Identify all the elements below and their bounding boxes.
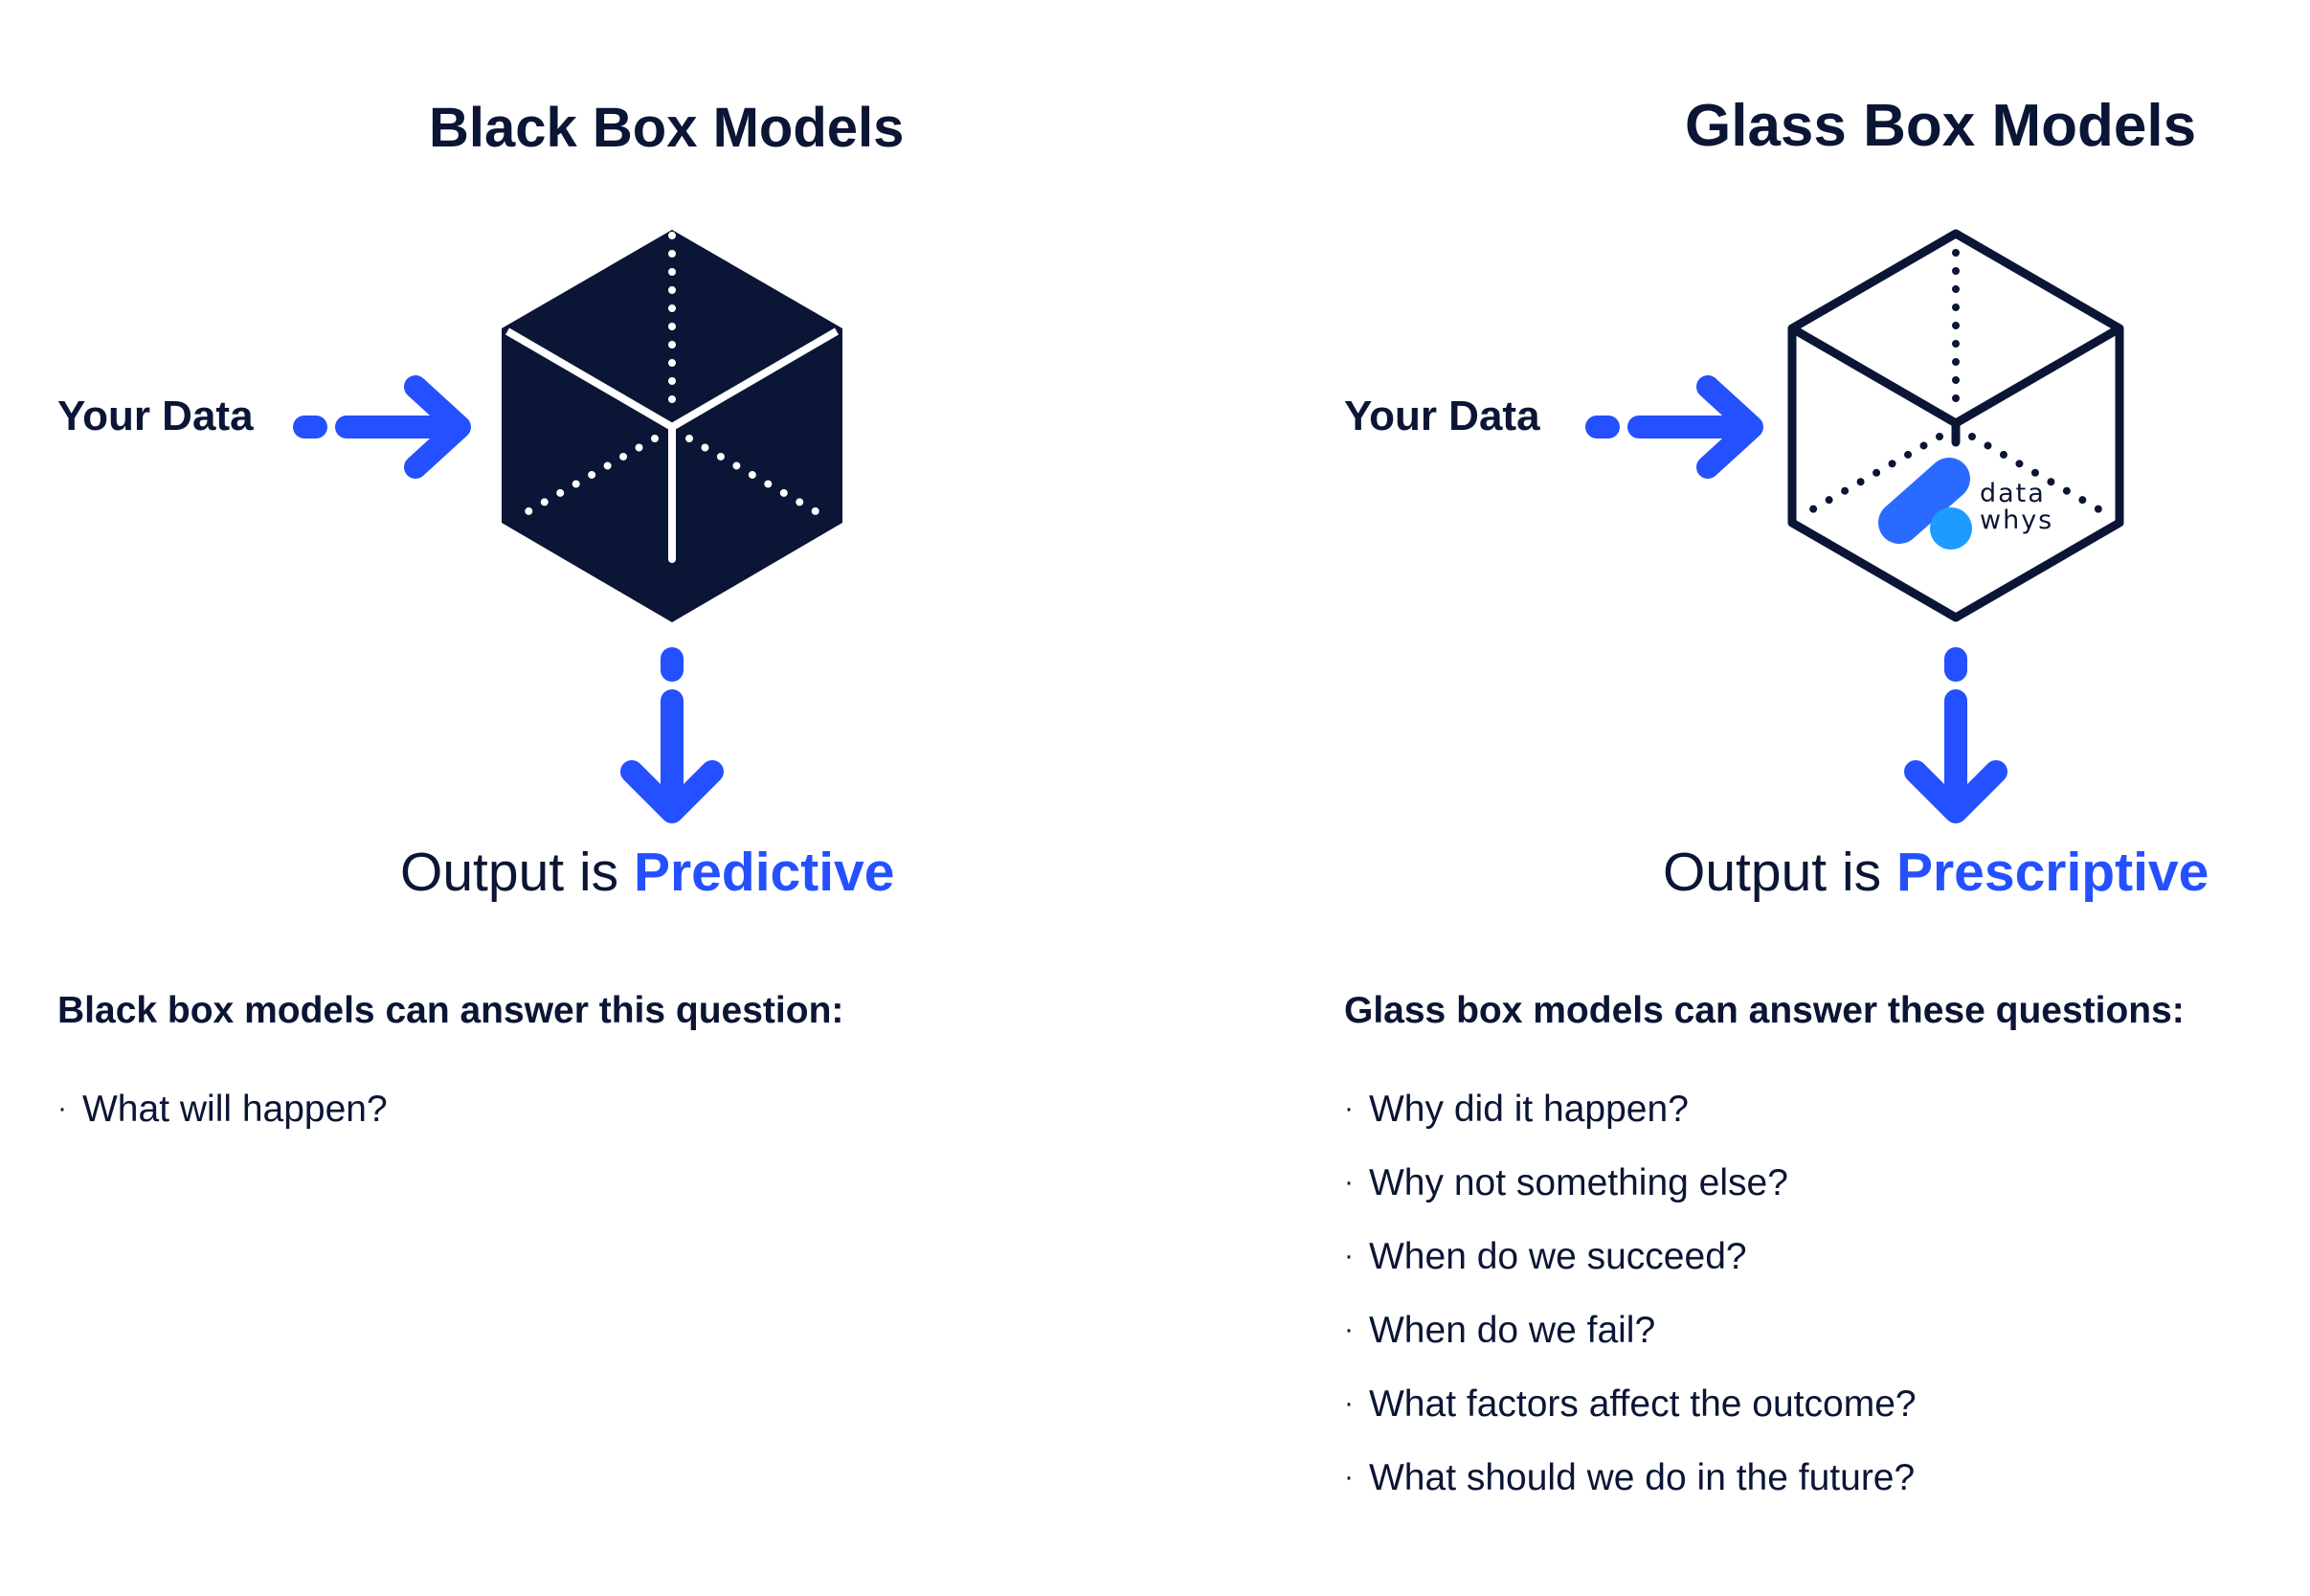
output-value-prescriptive: Prescriptive: [1895, 842, 2209, 903]
black-box-input-label: Your Data: [57, 393, 254, 439]
black-box-questions: ·What will happen?: [57, 1080, 388, 1154]
glass-box-output: Output is Prescriptive: [1663, 841, 2209, 904]
glass-box-title: Glass Box Models: [1685, 93, 2197, 159]
glass-box-questions: ·Why did it happen? ·Why not something e…: [1344, 1080, 1917, 1522]
input-arrow-icon: [1585, 375, 1763, 479]
black-box-panel: Black Box Models Your Data Output is Pre…: [57, 97, 904, 1154]
output-prefix: Output is: [1663, 842, 1882, 903]
output-value-predictive: Predictive: [633, 842, 895, 903]
black-box-diagram: [293, 230, 842, 823]
glass-box-panel: Glass Box Models Your Data: [1155, 0, 2309, 1596]
black-box-title: Black Box Models: [429, 97, 905, 159]
black-cube-icon: [502, 230, 842, 622]
list-item: ·What factors affect the outcome?: [1344, 1383, 1917, 1425]
list-item: ·Why did it happen?: [1344, 1089, 1689, 1130]
input-arrow-icon: [293, 375, 471, 479]
black-box-output: Output is Predictive: [400, 841, 894, 904]
list-item: ·Why not something else?: [1344, 1162, 1788, 1203]
glass-cube-icon: [1787, 229, 2124, 622]
list-item: ·What should we do in the future?: [1344, 1457, 1916, 1498]
glass-box-diagram: [1585, 229, 2124, 823]
glass-box-questions-heading: Glass box models can answer these questi…: [1344, 990, 2185, 1031]
datawhys-logo-text: data whys: [1980, 479, 2054, 535]
datawhys-logo-icon: [1878, 458, 1972, 550]
list-item: ·What will happen?: [57, 1089, 388, 1130]
glass-box-input-label: Your Data: [1344, 393, 1540, 439]
output-prefix: Output is: [400, 842, 619, 903]
list-item: ·When do we fail?: [1344, 1310, 1656, 1351]
output-arrow-icon: [1904, 647, 2007, 823]
black-box-questions-heading: Black box models can answer this questio…: [57, 990, 844, 1031]
list-item: ·When do we succeed?: [1344, 1236, 1747, 1277]
output-arrow-icon: [620, 647, 724, 823]
